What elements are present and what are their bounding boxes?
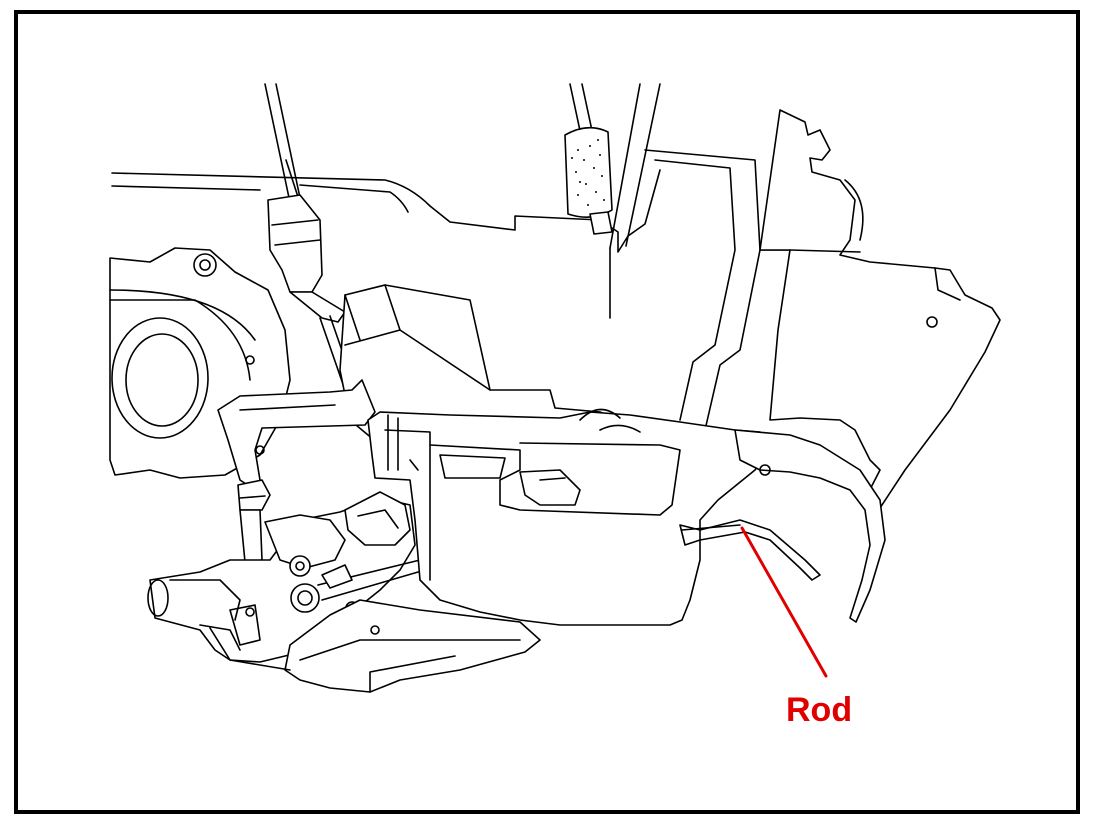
rod-callout-leader xyxy=(740,526,828,678)
rod-callout-label: Rod xyxy=(786,691,853,729)
latch-base-plate xyxy=(209,599,541,693)
latch-body xyxy=(147,491,426,663)
right-bracket xyxy=(759,109,1001,509)
lever-arms xyxy=(217,379,376,563)
handle-hub xyxy=(109,247,291,479)
lock-cover xyxy=(367,408,771,626)
control-cable-middle xyxy=(564,83,613,235)
actuator-housing xyxy=(339,284,666,451)
outside-handle-bracket xyxy=(679,429,886,623)
